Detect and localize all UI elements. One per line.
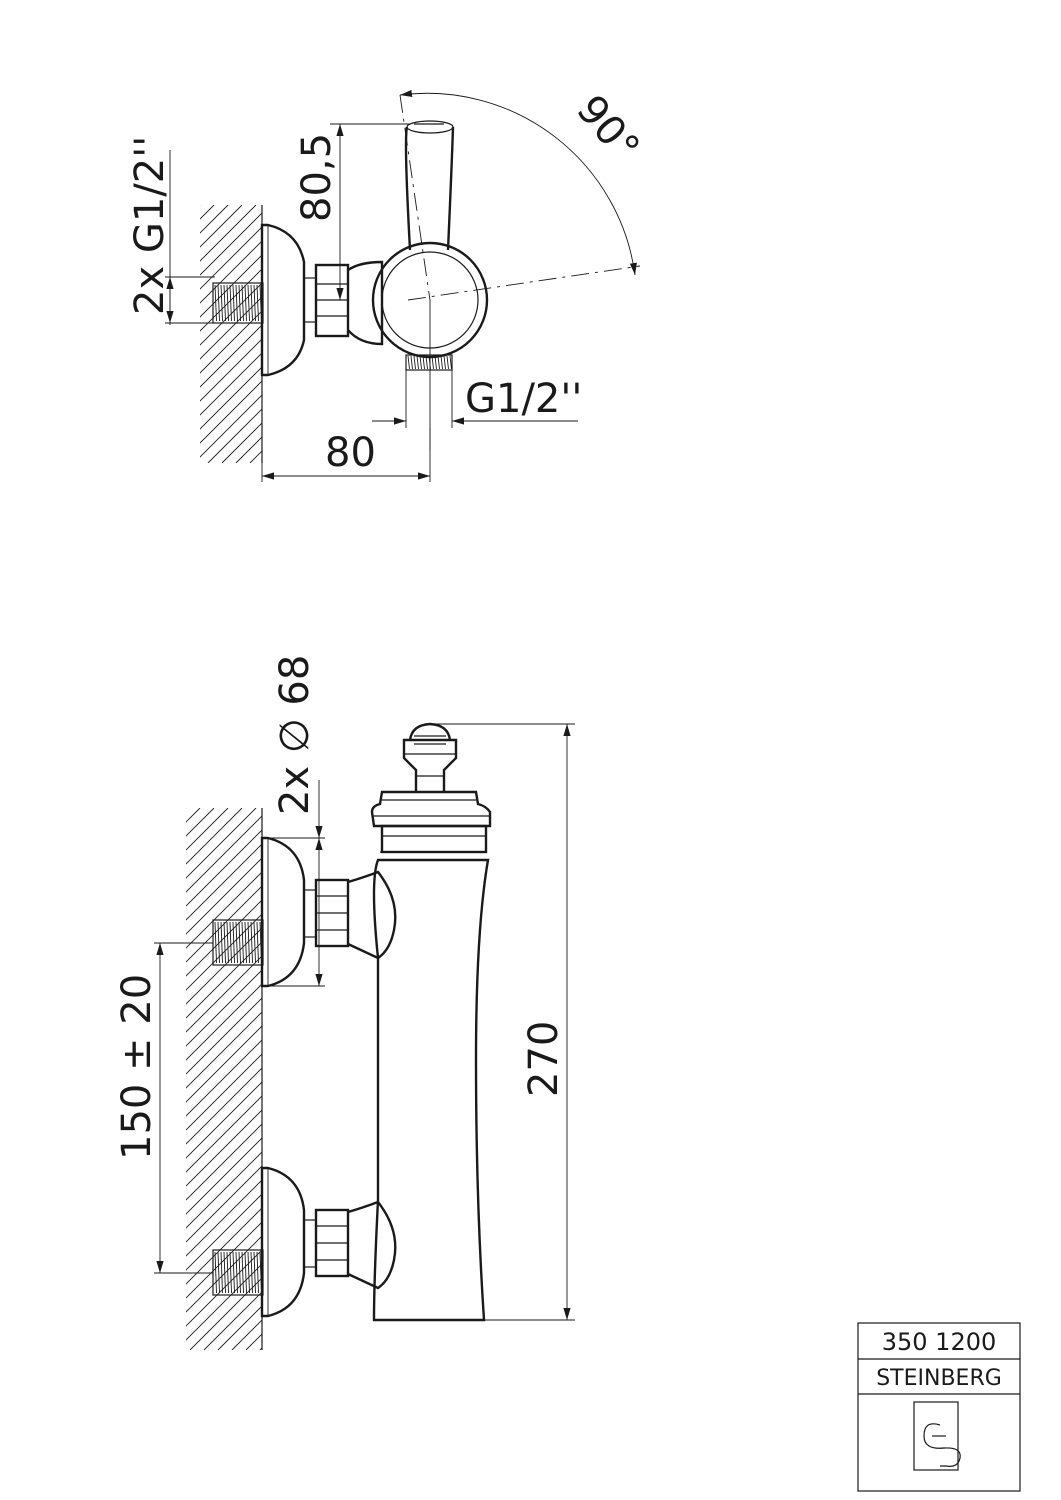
dim-spacing: 150 ± 20 — [114, 974, 160, 1160]
dim-inlet-thread: 2x G1/2'' — [127, 136, 173, 315]
lever-handle — [404, 126, 455, 251]
upper-inlet — [212, 836, 397, 988]
steinberg-logo-icon — [913, 1401, 961, 1471]
hex-nut-top — [304, 263, 350, 338]
lower-inlet — [212, 1166, 397, 1318]
outlet-thread-top — [405, 354, 453, 371]
dim-angle: 90° — [567, 87, 648, 171]
brand-name: STEINBERG — [876, 1366, 1002, 1391]
dim-length: 270 — [521, 1021, 567, 1097]
side-view: 270 2x ∅ 68 150 ± 20 — [114, 655, 575, 1350]
dim-depth: 80 — [325, 430, 376, 476]
connector-top — [347, 260, 384, 346]
wall-hatch-top — [200, 205, 262, 463]
dim-height: 80,5 — [294, 133, 340, 222]
body-ring — [380, 824, 488, 854]
thermostat-body — [372, 858, 490, 1322]
knob — [402, 738, 458, 792]
dim-outlet-thread: G1/2'' — [465, 376, 582, 422]
handle-axis — [399, 94, 431, 301]
rotated-axis — [407, 265, 641, 301]
title-block: 350 1200 STEINBERG — [857, 1322, 1021, 1492]
angle-arc — [399, 89, 637, 276]
dim-diameter: 2x ∅ 68 — [272, 655, 318, 815]
top-cap — [370, 790, 492, 828]
wall-flange-top — [260, 223, 306, 377]
article-number: 350 1200 — [882, 1328, 997, 1356]
top-view: 90° 80,5 2x G1/2'' G1/2'' 80 — [127, 87, 648, 482]
knob-top — [408, 722, 452, 741]
